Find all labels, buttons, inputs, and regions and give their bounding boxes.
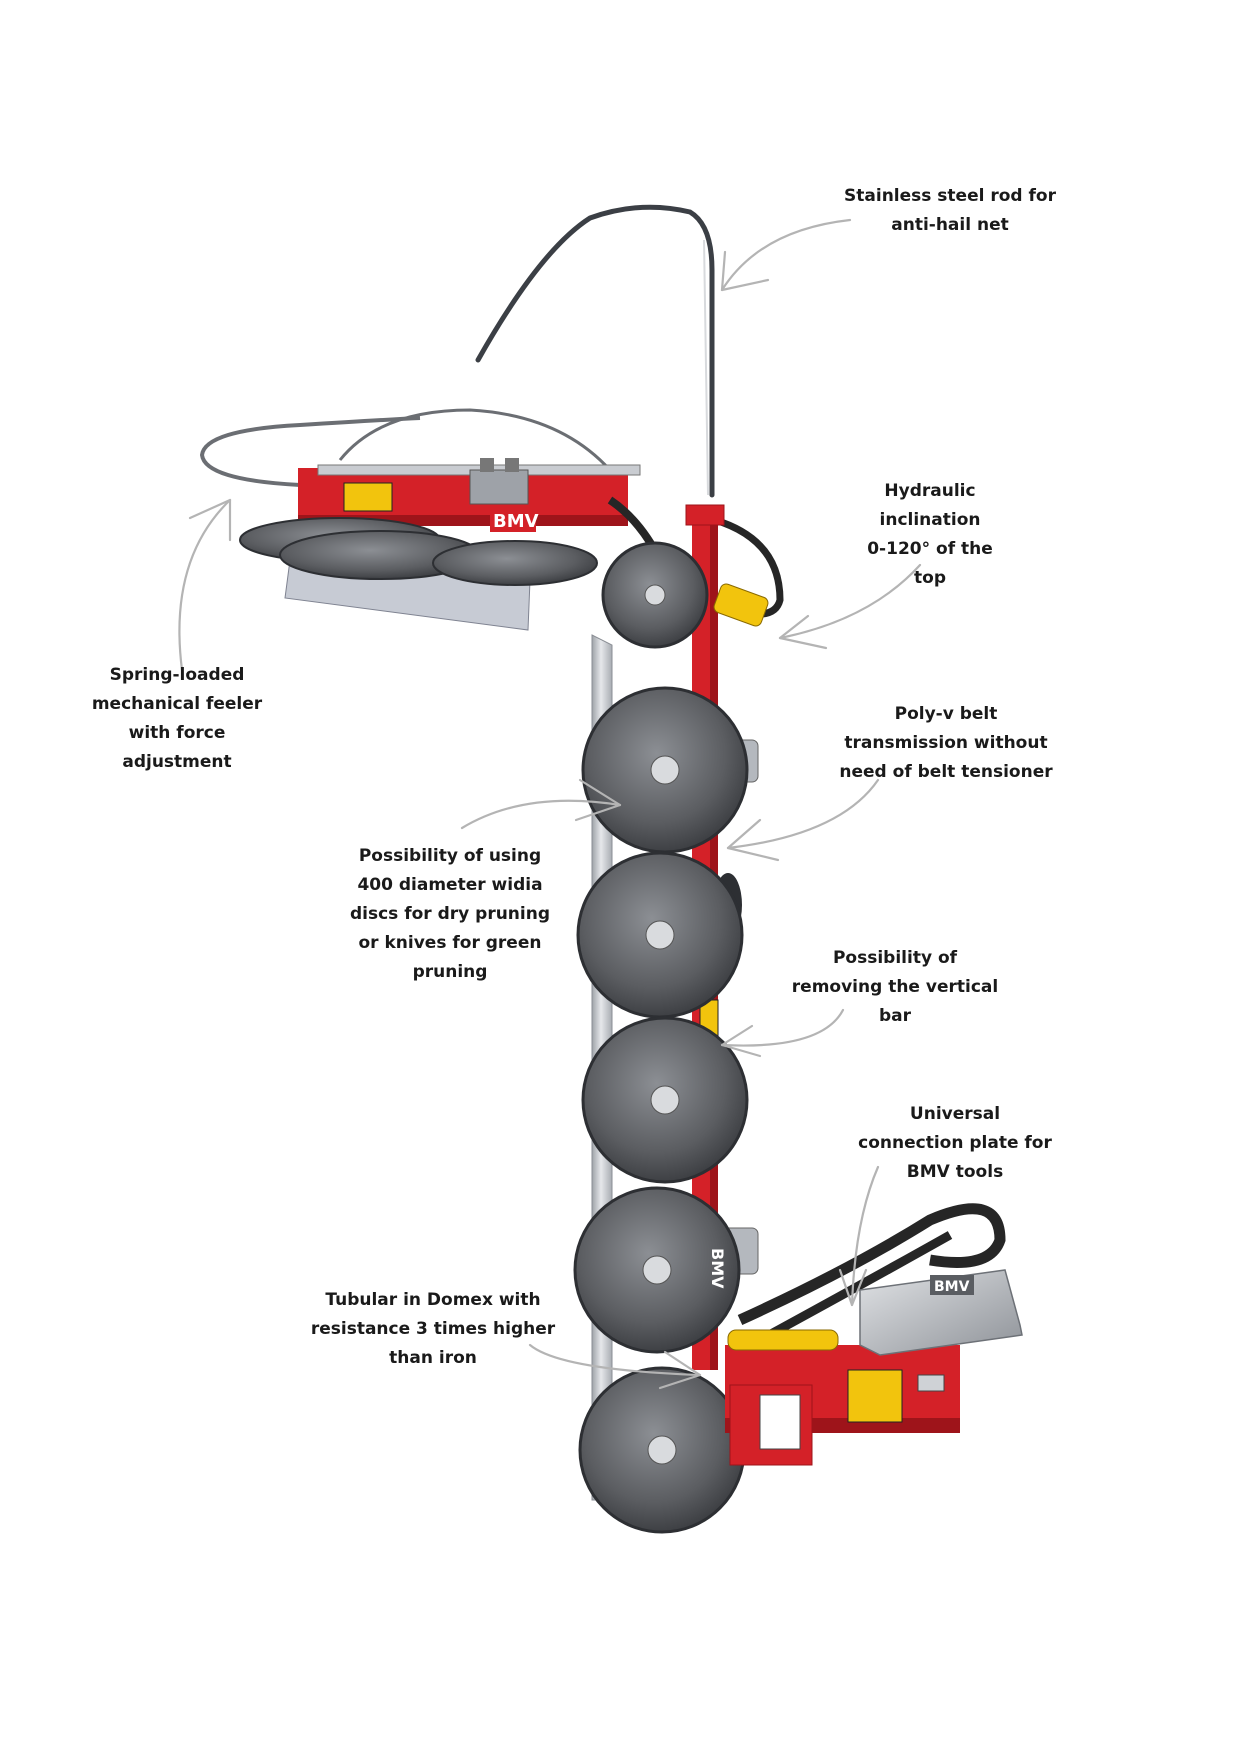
arrow-tubular <box>528 1343 702 1377</box>
label-tubular-domex: Tubular in Domex with resistance 3 times… <box>310 1290 556 1368</box>
arrow-plate-head <box>838 1268 868 1307</box>
vertical-blades <box>573 541 749 1534</box>
warning-sticker-bottom-2 <box>847 1369 903 1423</box>
top-frame-shadow <box>298 515 628 526</box>
arrow-removing <box>720 1008 845 1047</box>
label-removing-bar: Possibility of removing the vertical bar <box>791 948 999 1026</box>
column-top-cap <box>685 504 725 526</box>
id-plate <box>917 1374 945 1392</box>
anti-hail-rod <box>475 204 715 498</box>
arrow-belt <box>726 778 880 850</box>
label-hydraulic-inclination: Hydraulic inclination 0-120° of the top <box>867 481 993 588</box>
bmv-logo-box: BMV <box>934 1279 970 1295</box>
top-blade-3 <box>432 540 598 586</box>
spring-feeler <box>199 416 421 487</box>
bmv-logo-column: BMV <box>708 1248 727 1289</box>
arrow-removing-head <box>720 1024 762 1058</box>
label-spring-feeler: Spring-loaded mechanical feeler with for… <box>91 665 263 772</box>
arrow-hydraulic <box>778 563 922 640</box>
hose-bottom-1 <box>737 1203 1006 1326</box>
arrow-discs-head <box>574 778 622 822</box>
label-anti-hail-rod: Stainless steel rod for anti-hail net <box>844 186 1056 235</box>
arrow-tubular-head <box>658 1350 702 1390</box>
valve-block <box>469 458 529 505</box>
arrow-rod <box>720 218 852 292</box>
bmv-logo-top: BMV <box>493 511 539 532</box>
label-widia-discs: Possibility of using 400 diameter widia … <box>349 846 551 982</box>
arrow-spring <box>178 498 232 672</box>
arrow-belt-head <box>726 818 780 862</box>
valve-box-logo-plate <box>930 1275 974 1295</box>
arrow-hydraulic-head <box>778 614 828 650</box>
arrow-rod-head <box>720 250 770 292</box>
top-frame-logo-plate <box>490 508 536 532</box>
label-poly-v-belt: Poly-v belt transmission without need of… <box>839 704 1053 782</box>
arrow-discs <box>460 799 622 830</box>
valve-box <box>859 1269 1023 1356</box>
arrow-plate <box>850 1165 880 1307</box>
warning-sticker-top <box>343 482 393 512</box>
feeler-top-arc <box>338 408 612 472</box>
arrow-spring-head <box>188 498 232 542</box>
warning-sticker-bottom-1 <box>759 1394 801 1450</box>
lift-cylinder <box>727 1329 839 1351</box>
anti-hail-rod-highlight <box>703 239 709 496</box>
hose-bottom-2 <box>757 1231 953 1344</box>
inclination-cylinder <box>713 583 769 627</box>
label-connection-plate: Universal connection plate for BMV tools <box>858 1104 1052 1182</box>
